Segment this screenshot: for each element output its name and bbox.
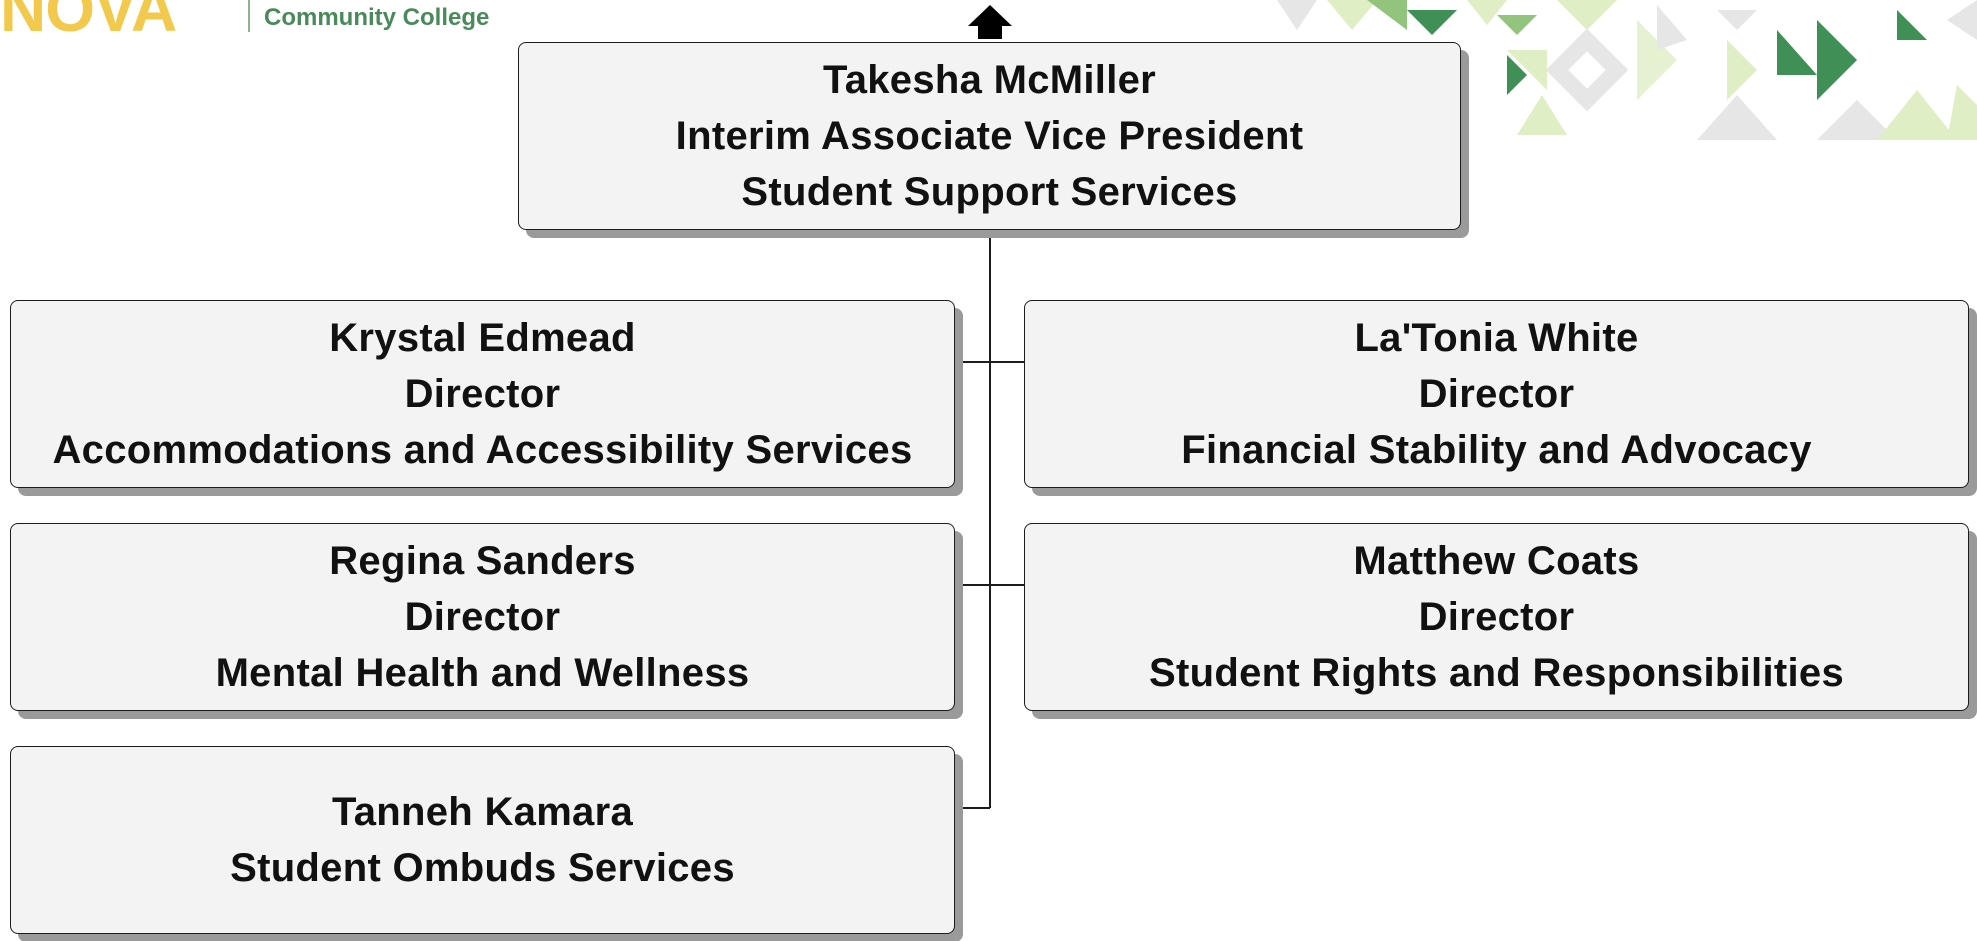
org-box-accommodations: Krystal Edmead Director Accommodations a… (10, 300, 955, 488)
person-name: Matthew Coats (1353, 539, 1640, 583)
org-box-financial-stability: La'Tonia White Director Financial Stabil… (1024, 300, 1969, 488)
person-unit: Mental Health and Wellness (215, 651, 750, 695)
org-box-mental-health: Regina Sanders Director Mental Health an… (10, 523, 955, 711)
person-unit: Student Support Services (741, 170, 1238, 214)
org-box-student-rights: Matthew Coats Director Student Rights an… (1024, 523, 1969, 711)
org-box-avp: Takesha McMiller Interim Associate Vice … (518, 42, 1461, 230)
person-title: Director (404, 372, 561, 416)
person-title: Director (1418, 595, 1575, 639)
person-name: Tanneh Kamara (331, 790, 634, 834)
decorative-pattern (1277, 0, 1977, 140)
person-name: Takesha McMiller (822, 58, 1157, 102)
person-name: Regina Sanders (329, 539, 636, 583)
org-box-ombuds: Tanneh Kamara Student Ombuds Services (10, 746, 955, 934)
person-title: Interim Associate Vice President (675, 114, 1304, 158)
logo-subtitle: Community College (264, 4, 490, 31)
logo-divider (248, 0, 250, 32)
person-unit: Student Rights and Responsibilities (1149, 651, 1844, 695)
person-unit: Student Ombuds Services (230, 846, 735, 890)
person-name: La'Tonia White (1354, 316, 1639, 360)
logo-wordmark: NOVA (0, 0, 177, 40)
person-unit: Accommodations and Accessibility Service… (52, 428, 913, 472)
up-arrow-icon (968, 5, 1012, 39)
nova-logo: NOVA Community College (0, 0, 520, 40)
person-unit: Financial Stability and Advocacy (1181, 428, 1812, 472)
person-title: Director (1418, 372, 1575, 416)
person-name: Krystal Edmead (329, 316, 636, 360)
person-title: Director (404, 595, 561, 639)
